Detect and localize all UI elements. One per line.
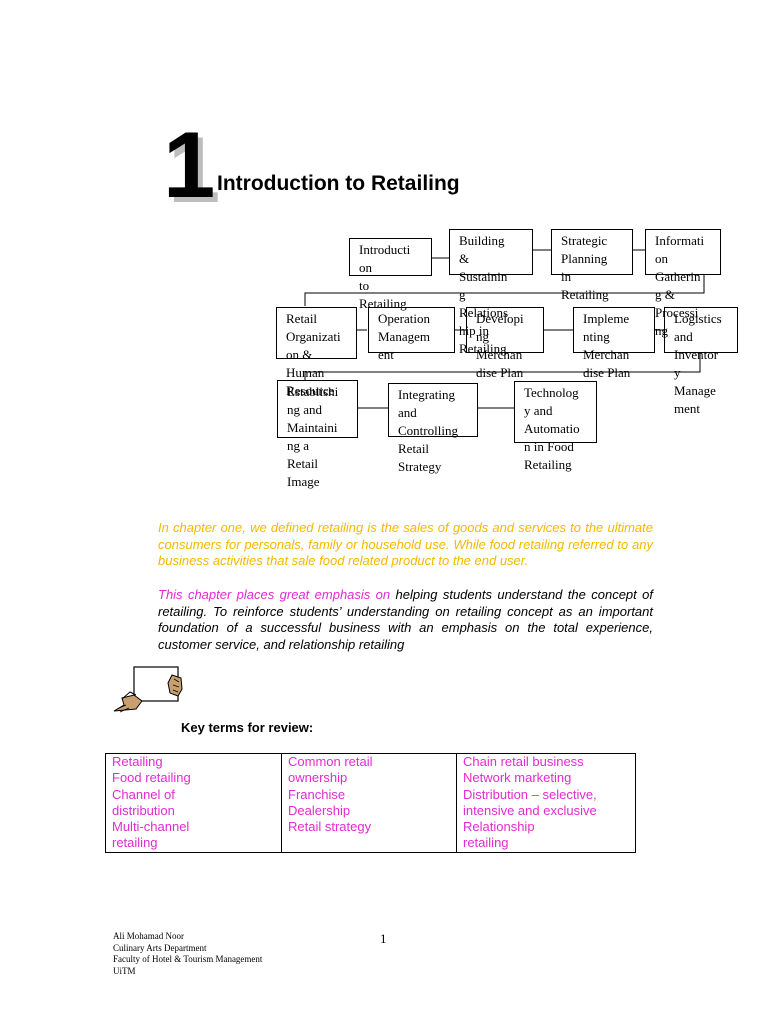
author-footer: Ali Mohamad Noor Culinary Arts Departmen… xyxy=(113,931,262,977)
key-term: retailing xyxy=(463,835,509,851)
page-number: 1 xyxy=(380,931,387,946)
key-term: Food retailing xyxy=(112,770,191,786)
key-term: Channel of xyxy=(112,786,175,802)
chapter-number: 1 xyxy=(163,112,216,217)
key-term: Multi-channel xyxy=(112,819,190,835)
emphasis-paragraph: This chapter places great emphasis on he… xyxy=(158,587,653,653)
key-term: distribution xyxy=(112,802,175,818)
key-term: Retailing xyxy=(112,754,163,769)
chapter-title: Introduction to Retailing xyxy=(217,172,460,195)
key-term: Distribution – selective, xyxy=(463,786,597,802)
pointing-hand-icon xyxy=(113,666,183,713)
key-term: retailing xyxy=(112,835,158,851)
key-term: Relationship xyxy=(463,819,535,835)
emphasis-body: helping students understand the concept … xyxy=(158,587,653,652)
flow-diagram xyxy=(304,249,705,409)
key-terms-heading: Key terms for review: xyxy=(181,720,314,735)
key-term: Franchise xyxy=(288,786,346,802)
key-term: Chain retail business xyxy=(463,754,584,769)
footer-line: Faculty of Hotel & Tourism Management xyxy=(113,954,263,964)
key-terms-table: Retailing Food retailing Channel of dist… xyxy=(105,753,636,853)
connector xyxy=(304,353,701,380)
key-terms-column: Common retail ownership Franchise Dealer… xyxy=(281,753,457,853)
key-terms-column: Chain retail business Network marketing … xyxy=(456,753,636,853)
footer-line: Culinary Arts Department xyxy=(113,942,207,953)
key-term: Network marketing xyxy=(463,770,572,786)
footer-line: UiTM xyxy=(113,965,136,976)
key-term: Retail strategy xyxy=(288,819,372,835)
connector xyxy=(304,275,705,306)
footer-line: Ali Mohamad Noor xyxy=(113,931,184,941)
key-term: ownership xyxy=(288,770,348,786)
key-terms-column: Retailing Food retailing Channel of dist… xyxy=(105,753,282,853)
key-term: Common retail xyxy=(288,754,373,769)
emphasis-highlight: This chapter places great emphasis on xyxy=(158,587,391,602)
key-term: intensive and exclusive xyxy=(463,802,597,818)
key-term: Dealership xyxy=(288,802,351,818)
intro-paragraph: In chapter one, we defined retailing is … xyxy=(158,520,653,568)
